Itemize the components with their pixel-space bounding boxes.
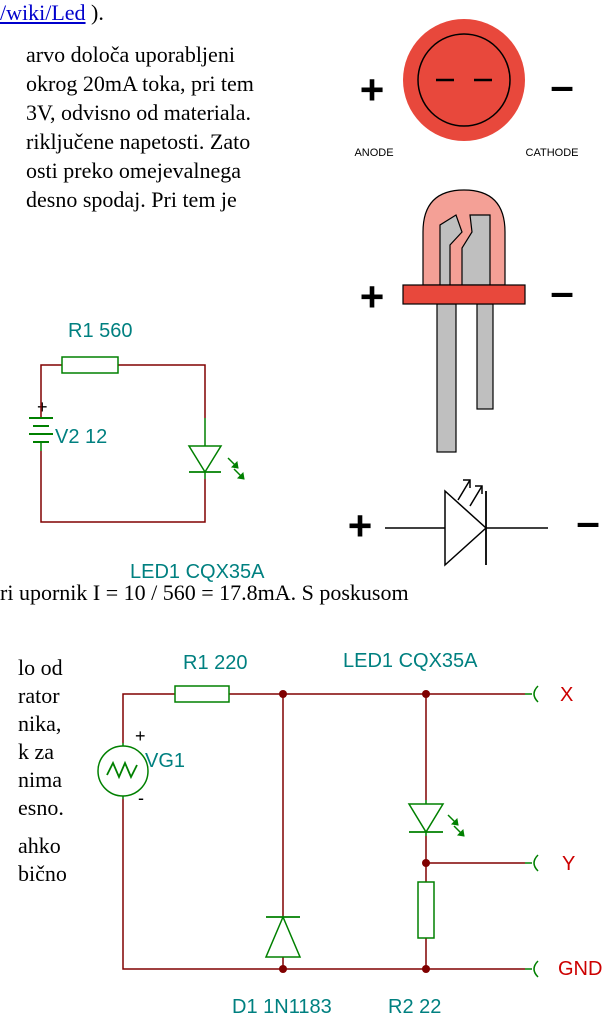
led-symbol-plus: +	[348, 502, 373, 549]
terminal-x-icon	[525, 685, 539, 703]
circuit1-v2-plus: +	[37, 397, 48, 417]
para3-line-2: bično	[18, 861, 67, 886]
circuit2-r1-label: R1 220	[183, 652, 248, 674]
circuit1-led-icon	[187, 445, 223, 474]
cathode-lead-icon	[476, 303, 494, 410]
circuit1-resistor-icon	[61, 356, 119, 374]
circuit-1: R1 560 V2 12 + LED1 CQX35A	[29, 320, 265, 583]
circuit1-v2-label: V2 12	[55, 426, 107, 448]
circuit2-vg-plus: +	[135, 726, 146, 746]
circuit2-d1-icon	[264, 915, 302, 958]
para3-line-1: ahko	[18, 833, 61, 858]
para2-line-5: nima	[18, 767, 62, 792]
led-top-plus: +	[360, 66, 385, 113]
circuit2-vg-label: VG1	[145, 750, 185, 772]
led-flange-icon	[402, 284, 526, 305]
led-top-minus: –	[550, 62, 573, 109]
circuit2-vg-minus: -	[138, 788, 144, 808]
led-side-minus: –	[550, 268, 573, 315]
emission-arrow-1-icon	[457, 479, 471, 501]
anode-label: ANODE	[354, 147, 393, 159]
circuit2-d1-label: D1 1N1183	[232, 996, 332, 1017]
para1-line-5: osti preko omejevalnega	[26, 158, 242, 183]
led-symbol-triangle-icon	[444, 489, 488, 567]
circuit2-led-icon	[407, 803, 445, 834]
para2-line-1: lo od	[18, 655, 63, 680]
circuit1-led-label: LED1 CQX35A	[130, 561, 265, 583]
para1-line-4: riključene napetosti. Zato	[26, 129, 251, 154]
para2-line-3: nika,	[18, 711, 62, 736]
top-link-suffix: ).	[85, 0, 104, 25]
circuit2-r1-icon	[174, 685, 230, 703]
top-link-line: /wiki/Led ).	[0, 0, 104, 26]
circuit-2: R1 220 LED1 CQX35A VG1 + - D1 1N1183 R2 …	[97, 650, 602, 1017]
equation-line: ri upornik I = 10 / 560 = 17.8mA. S posk…	[0, 580, 409, 605]
para1-line-3: 3V, odvisno od materiala.	[26, 100, 252, 125]
terminal-y-icon	[525, 854, 539, 872]
signal-generator-icon	[97, 745, 149, 797]
led-diagram: + – ANODE CATHODE + – + –	[348, 19, 600, 567]
circuit2-r2-label: R2 22	[388, 996, 441, 1017]
output-x-label: X	[560, 684, 573, 706]
output-y-label: Y	[562, 853, 575, 875]
cathode-label: CATHODE	[526, 147, 579, 159]
para1-line-2: okrog 20mA toka, pri tem	[26, 71, 254, 96]
anode-lead-icon	[436, 303, 457, 453]
terminal-gnd-icon	[525, 960, 539, 978]
emission-arrow-2-icon	[469, 485, 483, 507]
para1-line-6: desno spodaj. Pri tem je	[26, 187, 237, 212]
circuit1-r1-label: R1 560	[68, 320, 133, 342]
wiki-led-link[interactable]: /wiki/Led	[0, 0, 86, 25]
output-gnd-label: GND	[558, 958, 602, 980]
circuit2-led-label: LED1 CQX35A	[343, 650, 478, 672]
led-side-plus: +	[360, 273, 385, 320]
para2-line-6: esno.	[18, 795, 64, 820]
para2-line-2: rator	[18, 683, 60, 708]
para2-line-4: k za	[18, 739, 55, 764]
led-symbol-minus: –	[576, 498, 599, 545]
led-top-lens-icon	[417, 33, 511, 127]
circuit2-r2-icon	[417, 881, 435, 939]
para1-line-1: arvo določa uporabljeni	[26, 42, 235, 67]
